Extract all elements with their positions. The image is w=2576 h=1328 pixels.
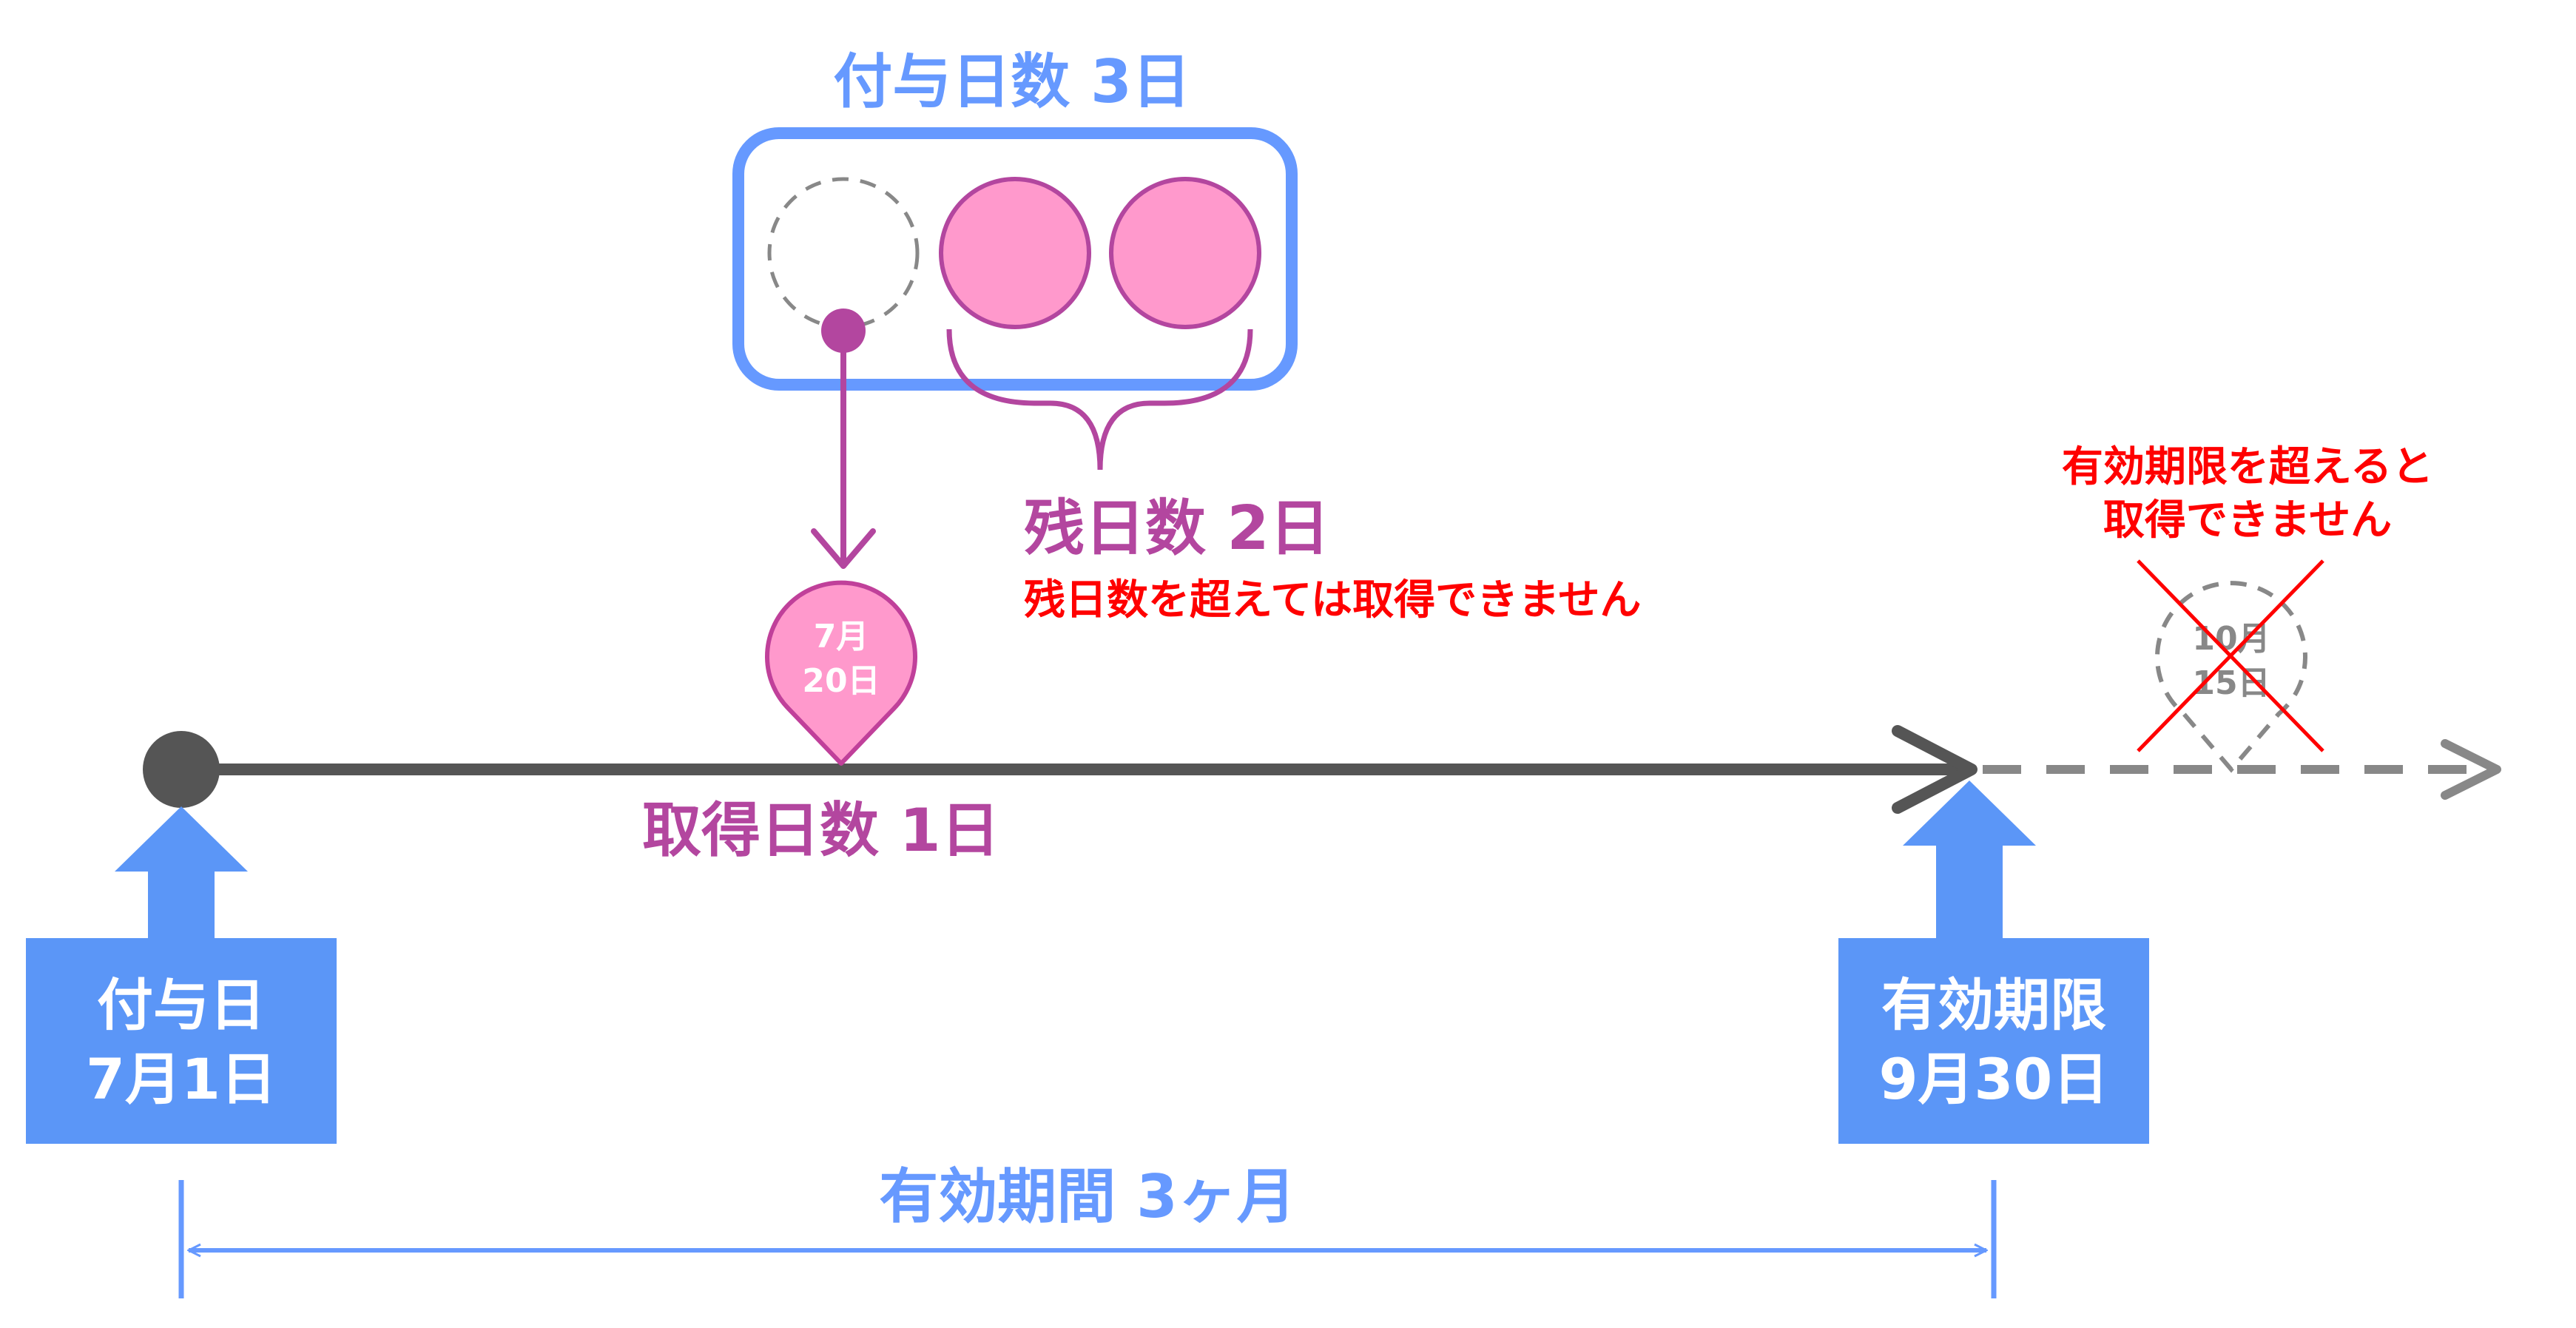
remaining-day-circle-1 [939,177,1091,329]
used-day-circle [767,177,920,329]
grant-date-value: 7月1日 [86,1046,277,1112]
expiry-date-value: 9月30日 [1879,1046,2109,1112]
expired-date-pin [2155,581,2307,773]
taken-date-pin-month: 7月 [814,618,869,655]
expired-note-line1: 有効期限を超えると [2062,443,2433,491]
taken-date-pin [765,580,917,766]
remaining-days-title: 残日数 2日 [1024,493,1330,564]
grant-date-up-arrow [115,806,248,938]
expired-note-line2: 取得できません [2103,496,2392,545]
timeline-arrow-head [1892,725,1977,814]
remaining-day-circle-2 [1109,177,1261,329]
cross-mark-line-2 [2137,559,2324,752]
remaining-brace [946,328,1253,471]
grant-date-box [26,938,337,1144]
timeline-start-dot [143,731,220,808]
grant-date-label: 付与日 [97,972,266,1038]
expiry-label: 有効期限 [1881,972,2106,1038]
usage-arrow-head [811,528,876,569]
grant-days-title: 付与日数 3日 [833,47,1191,116]
expiry-box [1838,938,2149,1144]
grant-days-box [732,127,1298,391]
remaining-days-note: 残日数を超えては取得できません [1024,576,1641,624]
taken-days-title: 取得日数 1日 [642,796,1000,865]
expiry-up-arrow [1903,781,2036,938]
timeline-extension-arrow-head [2441,739,2501,800]
validity-period-label: 有効期間 3ヶ月 [879,1162,1296,1231]
taken-date-pin-day: 20日 [802,662,880,700]
